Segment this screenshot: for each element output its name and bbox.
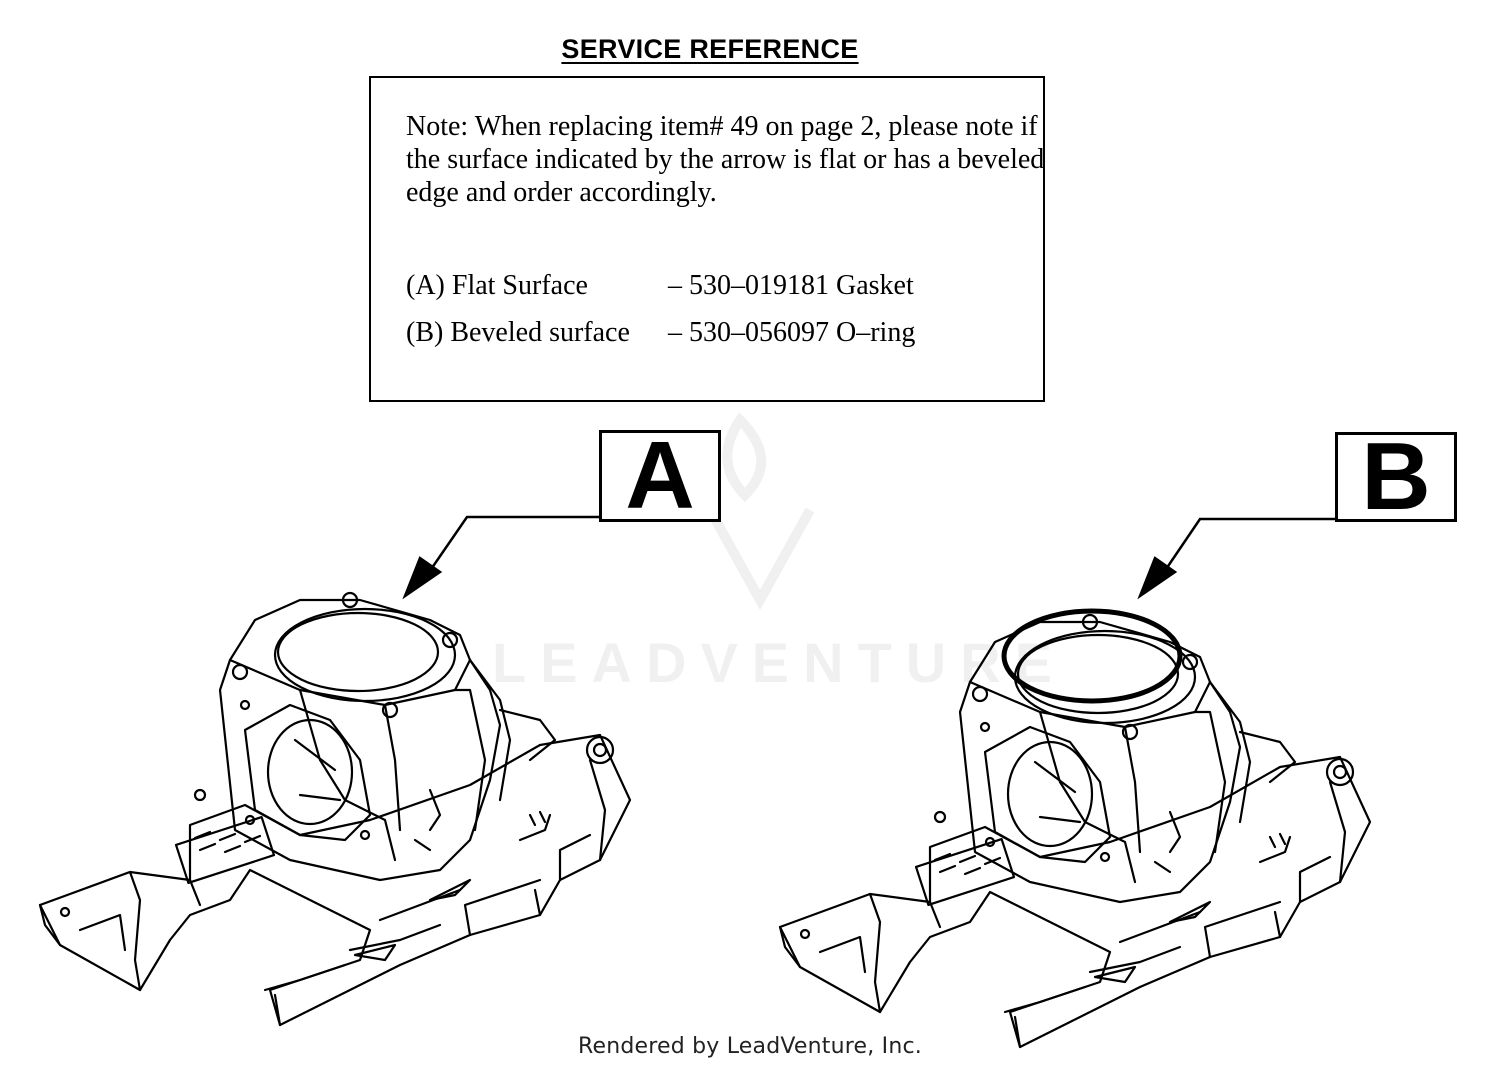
o-ring-highlight <box>1001 608 1183 704</box>
housing-illustration-b <box>778 608 1372 1049</box>
service-note-text: Note: When replacing item# 49 on page 2,… <box>406 111 1045 208</box>
option-a: (A) Flat Surface – 530–019181 Gasket <box>406 270 914 302</box>
option-b-label: (B) Beveled surface <box>406 317 630 348</box>
option-a-label: (A) Flat Surface <box>406 270 588 301</box>
option-b-part: – 530–056097 O–ring <box>668 317 916 348</box>
option-b: (B) Beveled surface – 530–056097 O–ring <box>406 317 915 349</box>
arrow-b <box>1137 517 1335 600</box>
callout-label-a: A <box>599 428 721 524</box>
housing-illustration-a <box>38 591 632 1027</box>
watermark-logo-icon <box>705 412 815 611</box>
option-a-part: – 530–019181 Gasket <box>668 270 914 301</box>
watermark-text: LEADVENTURE <box>492 631 1067 694</box>
arrow-a <box>402 515 599 600</box>
footer-credit: Rendered by LeadVenture, Inc. <box>578 1034 922 1059</box>
service-note-box: Note: When replacing item# 49 on page 2,… <box>369 76 1045 402</box>
page-title: SERVICE REFERENCE <box>561 34 859 64</box>
callout-label-b: B <box>1335 429 1457 525</box>
